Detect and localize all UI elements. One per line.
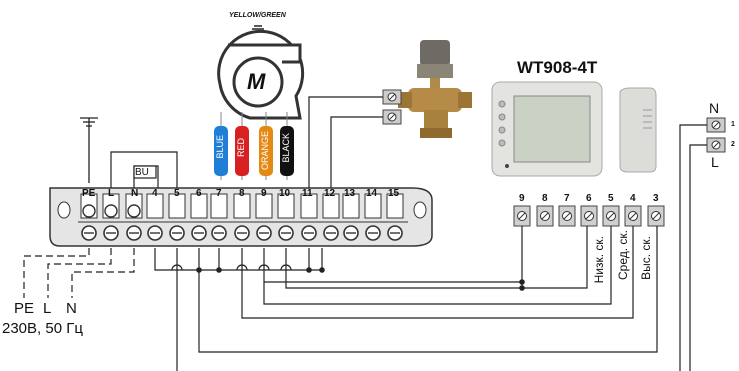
block-terminal-top [190,193,208,219]
thermostat-terminal-label: 5 [608,193,614,204]
speed-high-label: Выс. ск. [639,236,653,280]
thermostat-front-icon [491,81,603,177]
block-terminal-label: 14 [366,188,378,199]
block-terminal-label: 7 [216,188,222,199]
speed-low-label: Низк. ск. [592,236,606,284]
valve-terminals [382,89,402,125]
wire-black [280,126,294,176]
block-terminal-top [255,193,273,219]
bridge-label: BU [135,167,149,178]
block-terminal-label: 6 [196,188,202,199]
wire-label-blue: BLUE [215,135,225,159]
block-terminal-top [322,193,340,219]
ground-wire-label: YELLOW/GREEN [229,12,286,19]
motor-wires [214,112,294,180]
block-terminal-label: 11 [302,188,313,199]
wire-label-orange: ORANGE [260,131,270,171]
block-terminal-top [364,193,382,219]
wire-blue [214,126,228,176]
line-input-l: L [711,154,719,170]
block-terminal-label: 9 [261,188,267,199]
line-input-pin-2: 2 [731,141,735,148]
block-terminal-top [146,193,164,219]
block-terminal-label: 15 [388,188,400,199]
motor-label: M [247,69,266,94]
supply-n: N [66,300,77,317]
valve-actuator-icon [398,40,472,138]
thermostat-model: WT908-4T [517,58,598,77]
block-terminal-label: 12 [324,188,336,199]
block-terminal-label: L [108,188,115,199]
wire-label-black: BLACK [281,133,291,163]
block-terminal-label: N [131,188,139,199]
block-terminal-top [210,193,228,219]
fan-motor [217,25,305,120]
connection-wires [23,96,707,371]
wire-red [235,126,249,176]
block-terminal-label: 5 [174,188,180,199]
block-terminal-top [300,193,318,219]
block-terminal-label: 10 [279,188,291,199]
block-terminal-top [168,193,186,219]
line-input-pin-1: 1 [731,121,735,128]
supply-pe: PE [14,300,35,317]
block-terminal-label: 8 [239,188,245,199]
wire-label-red: RED [236,138,246,158]
block-terminal-label: PE [82,188,96,199]
thermostat-terminal-label: 8 [542,193,548,204]
supply-l: L [43,300,52,317]
block-terminal-top [233,193,251,219]
thermostat-terminal-label: 4 [630,193,636,204]
thermostat-terminal-label: 6 [586,193,592,204]
wire-orange [259,126,273,176]
block-terminal-top [277,193,295,219]
thermostat-terminals [513,205,665,227]
thermostat-terminal-label: 9 [519,193,525,204]
thermostat-side-icon [619,87,657,173]
line-input-n: N [709,100,720,116]
block-terminal-label: 13 [344,188,356,199]
terminal-block [49,187,433,247]
block-terminal-top [386,193,404,219]
block-terminal-label: 4 [152,188,158,199]
speed-mid-label: Сред. ск. [616,230,630,281]
motor-circle [232,56,284,108]
thermostat-terminal-label: 7 [564,193,570,204]
supply-rating: 230В, 50 Гц [2,320,83,337]
earth-ground-icon [80,117,98,183]
block-terminal-top [342,193,360,219]
thermostat-terminal-label: 3 [653,193,659,204]
line-input-terminals [706,117,726,153]
